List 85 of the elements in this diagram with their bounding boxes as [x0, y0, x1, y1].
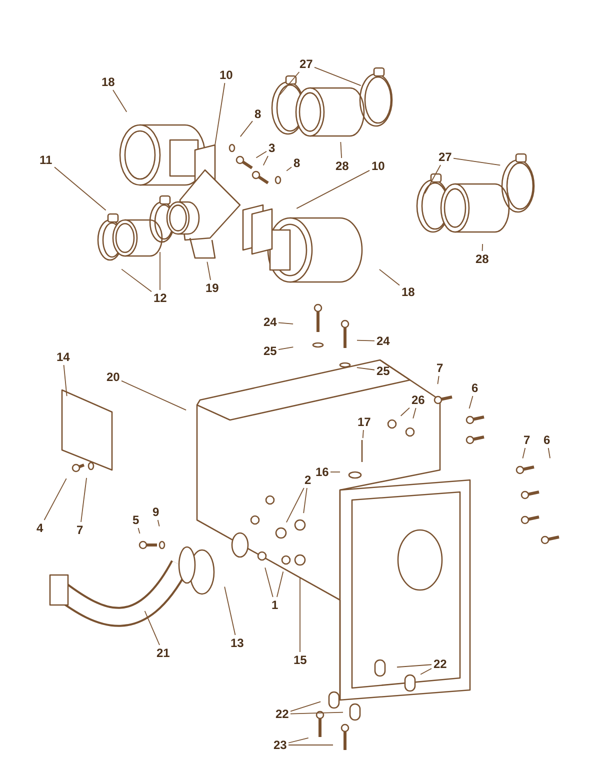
callout-number: 13 — [230, 636, 244, 650]
leader-line — [378, 268, 400, 286]
leader-line — [522, 448, 526, 459]
callout-number: 18 — [402, 285, 415, 299]
leader-line — [340, 142, 342, 158]
callout-number: 27 — [300, 57, 313, 71]
leader-line — [112, 90, 128, 112]
leader-line — [288, 737, 309, 744]
callout-number: 5 — [132, 513, 140, 527]
callout-number: 25 — [376, 364, 390, 378]
callout-number: 19 — [206, 281, 219, 295]
callout-number: 28 — [336, 159, 349, 173]
leader-line — [362, 430, 364, 438]
leader-line — [290, 701, 322, 712]
callout-number: 22 — [434, 657, 447, 671]
callout-number: 23 — [274, 738, 287, 752]
leader-line — [44, 478, 67, 520]
leader-line — [121, 380, 187, 410]
callout-number: 10 — [220, 68, 233, 82]
leader-line — [240, 120, 253, 137]
leader-line — [278, 322, 294, 324]
leader-line — [400, 407, 410, 416]
callout-number: 6 — [544, 433, 550, 447]
callout-number: 17 — [358, 415, 371, 429]
leader-line — [121, 268, 152, 292]
callout-number: 20 — [106, 370, 120, 384]
leader-line — [286, 166, 292, 172]
callout-number: 26 — [412, 393, 425, 407]
callout-number: 12 — [154, 291, 167, 305]
leader-line — [288, 744, 334, 746]
leader-line — [424, 164, 442, 194]
callout-number: 7 — [436, 361, 444, 375]
leader-line — [468, 396, 474, 409]
leader-line — [286, 488, 304, 523]
callout-number: 16 — [316, 465, 329, 479]
leader-line — [54, 166, 106, 211]
leader-line — [482, 244, 483, 252]
leader-line — [262, 156, 268, 166]
leader-line — [144, 610, 160, 646]
callout-number: 7 — [76, 523, 84, 537]
callout-number: 8 — [254, 107, 262, 121]
callout-number: 6 — [472, 381, 478, 395]
leader-line — [356, 367, 375, 370]
callout-number: 1 — [272, 598, 278, 612]
leader-line — [206, 261, 211, 280]
callout-number: 24 — [264, 315, 277, 329]
leader-line — [224, 586, 236, 636]
callout-number: 21 — [156, 646, 170, 660]
leader-line — [279, 72, 300, 96]
callout-number: 4 — [36, 521, 44, 535]
callout-number: 24 — [376, 334, 390, 348]
leader-line — [256, 150, 267, 158]
leader-line — [264, 567, 274, 598]
leader-line — [63, 364, 68, 396]
leader-line — [548, 448, 550, 459]
leader-line — [278, 346, 294, 350]
leader-line — [412, 408, 416, 419]
leader-line — [437, 376, 440, 385]
leader-line — [453, 158, 501, 166]
callout-number: 14 — [56, 350, 70, 364]
callout-number: 8 — [294, 156, 300, 170]
leader-line — [296, 170, 370, 209]
callout-number: 27 — [438, 150, 452, 164]
callout-number: 2 — [304, 473, 312, 487]
leader-line — [314, 66, 362, 86]
callout-number: 7 — [524, 433, 530, 447]
leader-line — [276, 571, 284, 598]
leader-line — [356, 340, 375, 342]
callout-number: 18 — [102, 75, 115, 89]
leader-line — [303, 488, 308, 514]
callout-number: 22 — [276, 707, 289, 721]
callout-number: 10 — [372, 159, 385, 173]
callout-number: 25 — [264, 344, 277, 358]
leader-line — [420, 668, 432, 675]
leader-line — [214, 82, 226, 147]
callout-number: 9 — [152, 505, 160, 519]
leader-line — [80, 477, 87, 522]
leader-line — [138, 528, 140, 534]
leader-line — [290, 712, 344, 714]
leader-line — [157, 520, 160, 527]
callout-number: 3 — [268, 141, 276, 155]
leader-line — [396, 664, 432, 668]
callout-number: 11 — [40, 153, 52, 167]
callout-number: 28 — [476, 252, 489, 266]
callout-number: 15 — [294, 653, 307, 667]
